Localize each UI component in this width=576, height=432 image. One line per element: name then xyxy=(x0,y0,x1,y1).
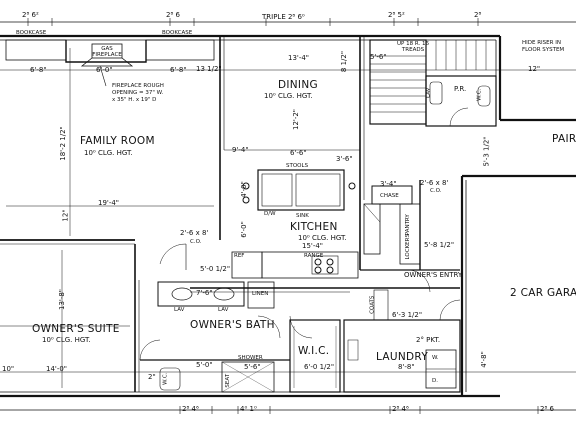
owners-suite-label: OWNER'S SUITE xyxy=(32,323,120,335)
stools-label: STOOLS xyxy=(286,163,309,169)
dim-2: 2" xyxy=(148,373,156,381)
kitchen-dim-6: 6'-0" xyxy=(239,221,248,238)
kitchen-dim-3: 3'-6" xyxy=(336,155,353,163)
top-dim-4: 2⁸ xyxy=(474,11,482,19)
chase-dim: 3'-4" xyxy=(380,180,397,188)
dryer-label: D. xyxy=(432,378,438,384)
owners-suite-ceiling: 10⁰ CLG. HGT. xyxy=(42,336,91,344)
garage-label: 2 CAR GARA xyxy=(510,287,576,299)
dim-4-8: 4'-8" xyxy=(479,351,488,368)
dining-label: DINING xyxy=(278,79,318,91)
chase-label: CHASE xyxy=(380,193,399,199)
bottom-dim-3: 2⁸ 4⁶ xyxy=(392,405,409,413)
shower-dim: 5'-6" xyxy=(244,363,261,371)
pair-label: PAIR xyxy=(552,133,576,145)
dim-8-half: 8 1/2" xyxy=(340,50,349,73)
riser-note-2: FLOOR SYSTEM xyxy=(522,47,565,53)
kitchen-dim-4: 15'-4" xyxy=(302,242,324,250)
coats-label: COATS xyxy=(369,295,376,314)
kitchen-ceiling: 10⁰ CLG. HGT. xyxy=(298,234,347,242)
linen-label: LINEN xyxy=(252,291,269,297)
bath-dim-2: 5'-0" xyxy=(196,361,213,369)
entry-dim: 5'-8 1/2" xyxy=(424,241,455,249)
kitchen-dim-1: 6'-6" xyxy=(290,149,307,157)
kitchen-dim-5: 4'-0" xyxy=(239,181,248,198)
bath-wc-label: W.C. xyxy=(162,372,169,385)
kitchen-label: KITCHEN xyxy=(290,221,338,233)
chase-dim2: 2'-6 x 8' xyxy=(420,179,449,187)
sink-label: SINK xyxy=(296,213,309,219)
suite-width-dim: 14'-0" xyxy=(46,365,68,373)
dining-ceiling: 10⁰ CLG. HGT. xyxy=(264,92,313,100)
pkt-label: 2° PKT. xyxy=(416,336,441,344)
bottom-dim-4: 2⁸ 6 xyxy=(540,405,554,413)
bookcase-dim-1: 6'-8" xyxy=(30,66,47,74)
owners-entry-label-1: OWNER'S ENTRY xyxy=(404,271,463,279)
wic-label: W.I.C. xyxy=(298,345,330,357)
pr-label: P.R. xyxy=(454,85,467,93)
shower-label: SHOWER xyxy=(238,355,263,361)
co-label-2: C.O. xyxy=(430,188,442,194)
top-dim-1: 2⁸ 6² xyxy=(22,11,39,19)
fireplace-dim: 6'-0" xyxy=(96,66,113,74)
pantry-label: PANTRY xyxy=(404,214,411,236)
laundry-label: LAUNDRY xyxy=(376,351,429,363)
dining-width-dim: 13'-4" xyxy=(288,54,310,62)
suite-depth-dim: 13'-8" xyxy=(58,288,67,311)
family-depth-dim: 18'-2 1/2" xyxy=(58,126,67,161)
dim-5-3: 5'-3 1/2" xyxy=(482,136,491,167)
dim-5-6: 5'-6" xyxy=(370,53,387,61)
co-label-1: C.O. xyxy=(190,239,202,245)
dim-10: 10" xyxy=(2,365,15,373)
bath-dim-1: 7'-6" xyxy=(196,289,213,297)
bath-dim-3: 5'-0 1/2" xyxy=(200,265,231,273)
dim-12-right: 12" xyxy=(528,65,541,73)
range-label: RANGE xyxy=(304,253,324,259)
seat-label: SEAT xyxy=(225,373,232,388)
bookcase-dim-2: 6'-8" xyxy=(170,66,187,74)
bottom-dim-1: 2⁸ 4⁶ xyxy=(182,405,199,413)
family-width-dim: 19'-4" xyxy=(98,199,120,207)
lav-1-label: LAV xyxy=(174,307,185,313)
owners-bath-label-1: OWNER'S BATH xyxy=(190,319,275,331)
fireplace-note-1: FIREPLACE ROUGH xyxy=(112,83,164,89)
top-dim-2: 2⁸ 6 xyxy=(166,11,180,19)
gas-fireplace-label: GAS FIREPLACE xyxy=(92,46,122,59)
pr-lav-label: LAV xyxy=(425,87,432,98)
kitchen-dim-2: 9'-4" xyxy=(232,146,249,154)
riser-note-1: HIDE RISER IN xyxy=(522,40,561,46)
pr-wc-label: W.C. xyxy=(476,88,483,101)
family-room-label: FAMILY ROOM xyxy=(80,135,155,147)
fireplace-note-3: x 35" H. x 19" D xyxy=(112,97,157,103)
co-dim: 2'-6 x 8' xyxy=(180,229,209,237)
bookcase-left-label: BOOKCASE xyxy=(16,30,47,36)
fireplace-note-2: OPENING = 37" W. xyxy=(112,90,164,96)
entry-dim2: 6'-3 1/2" xyxy=(392,311,423,319)
ref-label: REF xyxy=(234,253,245,259)
dim-13-half: 13 1/2" xyxy=(196,65,222,73)
family-room-ceiling: 10⁰ CLG. HGT. xyxy=(84,149,133,157)
washer-label: W. xyxy=(432,355,439,361)
top-dim-3: 2⁸ 5² xyxy=(388,11,405,19)
dw-label: D/W xyxy=(264,211,276,217)
stair-note: UP 18 R. 16 TREADS xyxy=(397,41,429,54)
laundry-dim: 8'-8" xyxy=(398,363,415,371)
lav-2-label: LAV xyxy=(218,307,229,313)
dining-depth-dim: 12'-2" xyxy=(292,108,301,131)
dim-12: 12" xyxy=(61,209,70,222)
top-dim-triple: TRIPLE 2⁸ 6⁰ xyxy=(262,13,305,21)
bottom-dim-2: 4⁰ 1⁰ xyxy=(240,405,257,413)
lockers-label: LOCKERS xyxy=(404,234,411,260)
bookcase-right-label: BOOKCASE xyxy=(162,30,193,36)
wic-dim: 6'-0 1/2" xyxy=(304,363,335,371)
